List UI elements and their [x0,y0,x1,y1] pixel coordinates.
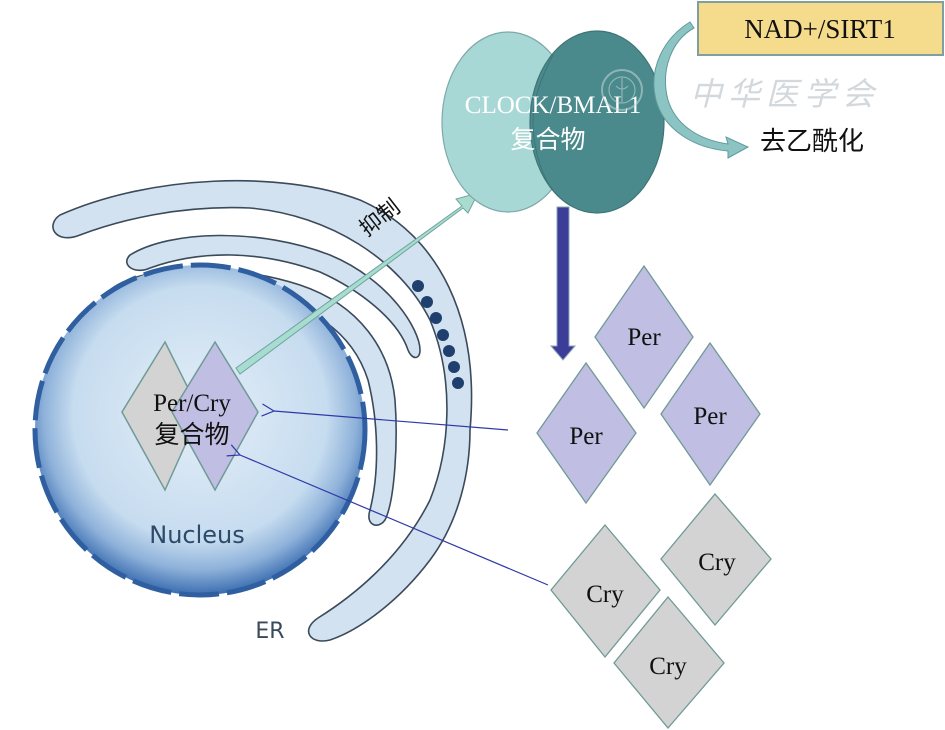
nad-sirt1-box [697,1,944,56]
cry-label: Cry [649,653,687,680]
per-import-arrow [274,411,509,431]
cry-label: Cry [586,581,624,608]
per-cry-label-line2: 复合物 [154,421,229,449]
ribosomes [412,280,464,389]
cry-import-arrow [240,455,549,586]
er-cisterna-outer [52,179,473,642]
per-diamond [594,264,694,410]
per-cry-complex: Per/Cry 复合物 [121,340,259,492]
ribosome-dot [437,329,449,341]
inhibit-arrow [235,192,479,375]
per-label: Per [627,324,661,351]
clock-bmal1-label-line1: CLOCK/BMAL1 [465,92,641,119]
cry-proteins: Cry Cry Cry [550,492,772,730]
per-diamond [660,341,761,487]
transcription-arrow [549,206,577,361]
cry-diamond [550,523,661,659]
ribosome-dot [443,345,455,357]
ribosome-dot [412,280,424,292]
watermark-text: 中华医学会 [690,76,880,112]
cry-diamond [660,492,772,627]
ribosome-dot [421,296,433,308]
clock-bmal1-complex: CLOCK/BMAL1 复合物 [441,30,665,214]
cry-diamond [613,595,725,730]
er-label: ER [255,619,284,644]
per-label: Per [693,403,727,430]
nad-sirt1-label: NAD+/SIRT1 [744,14,896,44]
per-diamond [536,361,637,505]
clock-bmal1-label-line2: 复合物 [510,126,585,154]
per-proteins: Per Per Per [536,264,761,505]
nucleus-label: Nucleus [149,521,245,549]
ribosome-dot [448,361,460,373]
per-diamond-nuclear [171,340,259,492]
watermark-seal-icon [601,69,643,111]
cry-label: Cry [698,549,736,576]
er-cisterna-mid [126,234,421,359]
deacetylation-label: 去乙酰化 [760,127,864,157]
per-cry-label-line1: Per/Cry [153,390,231,417]
deacetylation-arrow [653,21,750,159]
ribosome-dot [430,312,442,324]
per-label: Per [569,423,603,450]
ribosome-dot [452,377,464,389]
bmal1-ellipse [529,30,665,214]
